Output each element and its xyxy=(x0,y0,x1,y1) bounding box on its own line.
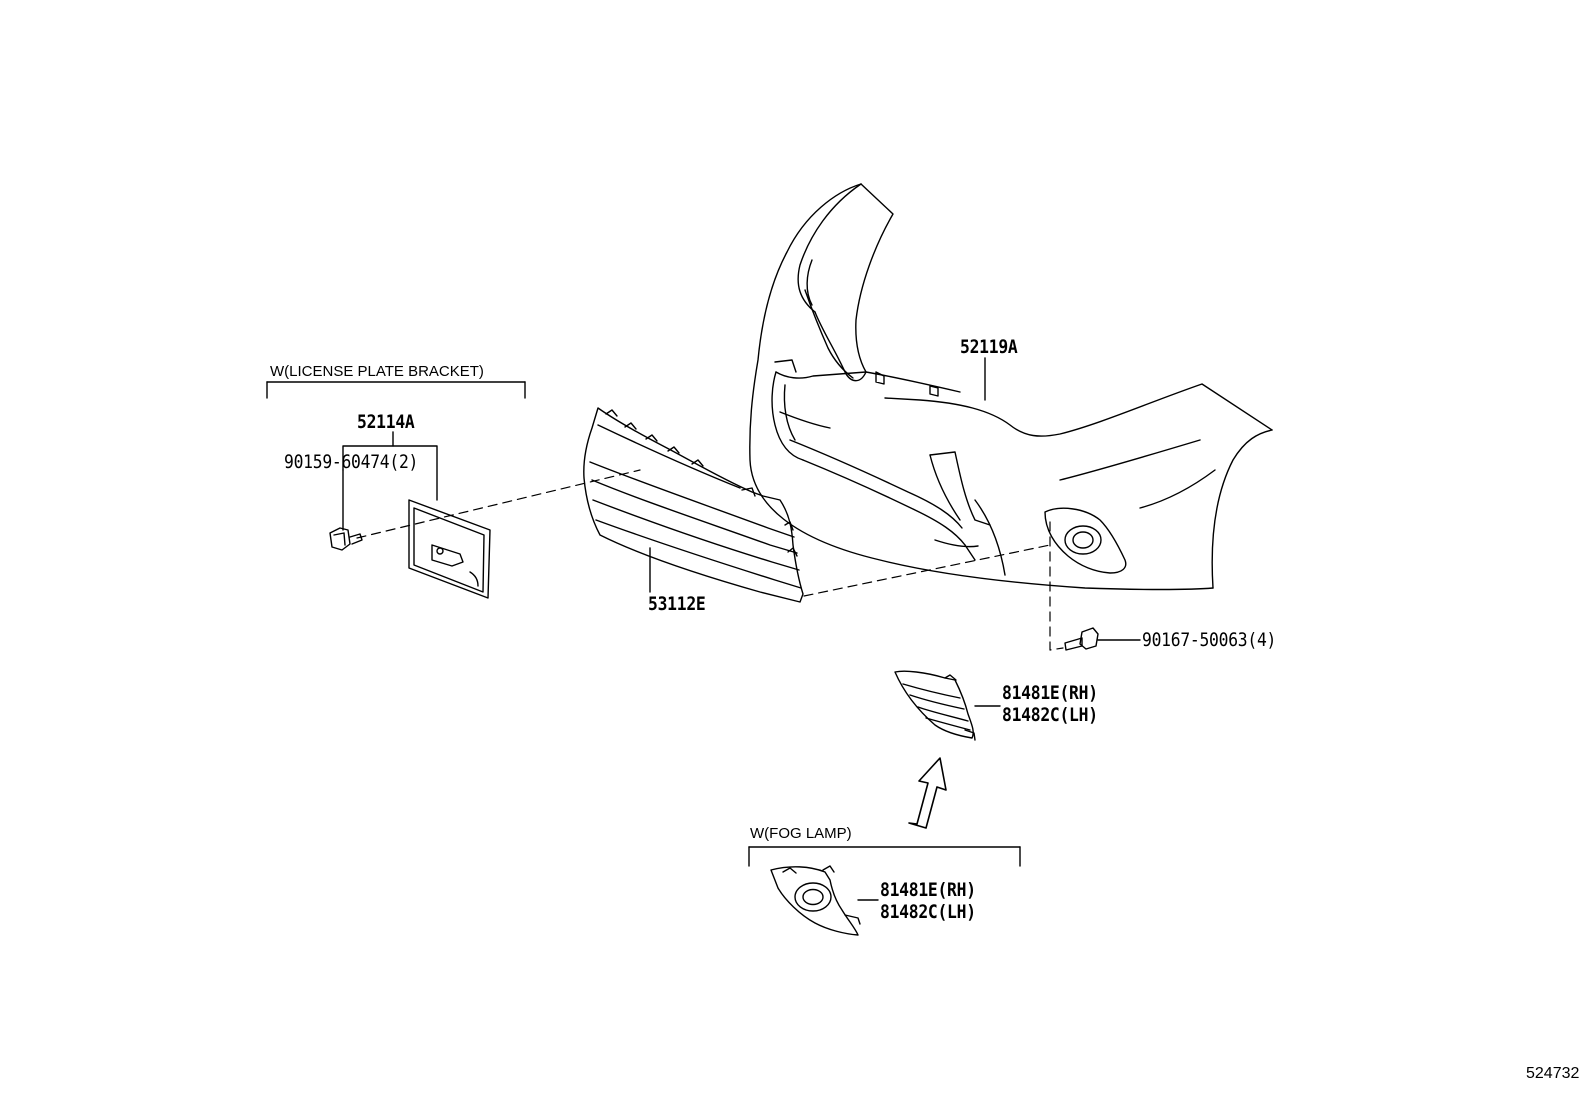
part-number-53112E[interactable]: 53112E xyxy=(648,593,706,615)
part-number-52119A[interactable]: 52119A xyxy=(960,336,1018,358)
license-bolt-part xyxy=(330,470,362,550)
part-number-90159-60474[interactable]: 90159-60474(2) xyxy=(284,451,419,473)
fog-cover-upper-part xyxy=(895,671,1000,740)
fog-cover-lower-part xyxy=(749,847,1020,935)
part-number-81482C-lh-upper[interactable]: 81482C(LH) xyxy=(1002,704,1098,726)
assembly-lines xyxy=(357,470,1063,650)
part-number-52114A[interactable]: 52114A xyxy=(357,411,415,433)
fog-lamp-group-label: W(FOG LAMP) xyxy=(750,825,852,842)
lower-grille-part xyxy=(584,408,803,602)
part-number-81482C-lh-lower[interactable]: 81482C(LH) xyxy=(880,901,976,923)
part-number-81481E-rh-upper[interactable]: 81481E(RH) xyxy=(1002,682,1098,704)
bumper-screw-part xyxy=(1065,628,1140,650)
license-plate-group-label: W(LICENSE PLATE BRACKET) xyxy=(270,363,484,380)
front-bumper-cover xyxy=(750,184,1272,590)
illustration-id: 524732 xyxy=(1526,1065,1580,1082)
assembly-arrow xyxy=(909,758,946,828)
part-number-81481E-rh-lower[interactable]: 81481E(RH) xyxy=(880,879,976,901)
license-plate-bracket-part xyxy=(267,382,525,598)
part-number-90167-50063[interactable]: 90167-50063(4) xyxy=(1142,629,1277,651)
